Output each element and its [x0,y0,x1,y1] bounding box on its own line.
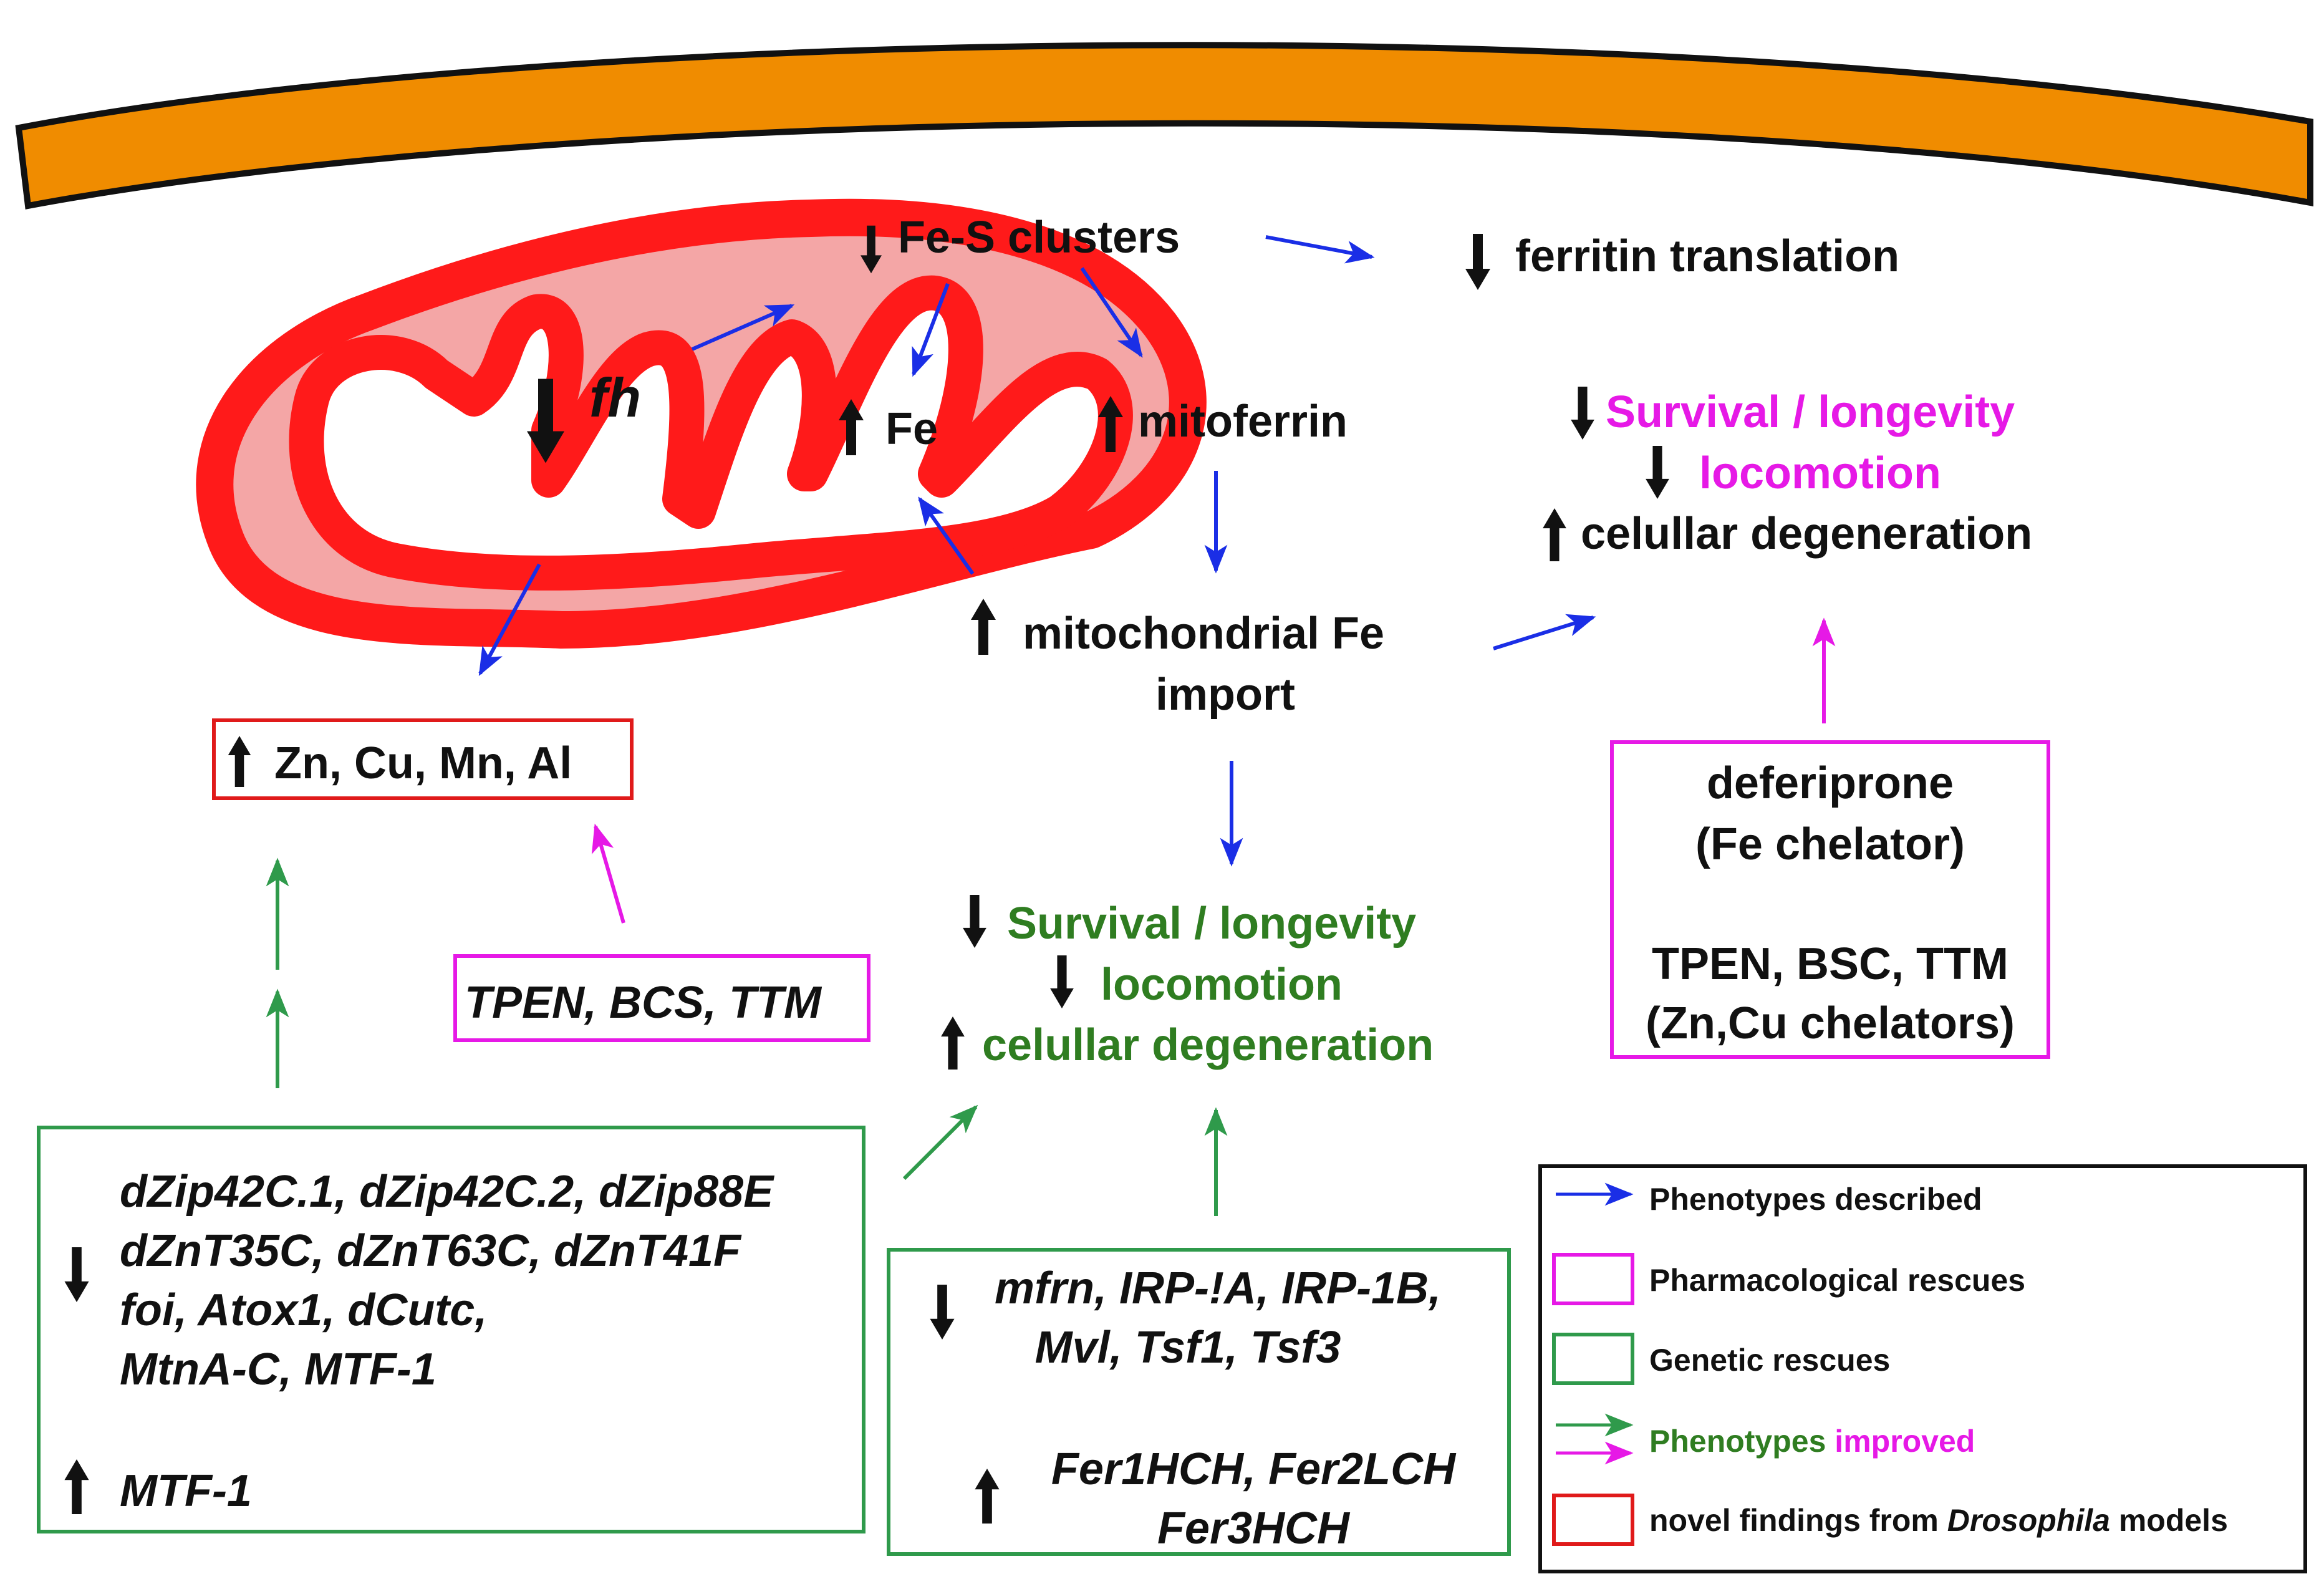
legend-pharmacological: Pharmacological rescues [1649,1263,2025,1298]
genetic-left-up-line: MTF-1 [120,1466,252,1516]
mito-fe-import-line2: import [1155,670,1295,720]
down-arrow-icon [64,1247,89,1302]
up-arrow-icon [228,736,251,787]
mito-fe-import-line1: mitochondrial Fe [1023,609,1384,659]
legend-genetic: Genetic rescues [1649,1343,1890,1378]
pharma-left-label: TPEN, BCS, TTM [465,978,822,1028]
up-arrow-icon [975,1469,1000,1524]
legend-phenotypes-improved: Phenotypes improved [1649,1424,1975,1459]
fes-clusters-label: Fe-S clusters [898,213,1180,263]
down-arrow-icon [930,1285,955,1340]
outcome-right-degeneration: celullar degeneration [1581,509,2032,559]
legend-red-box [1552,1494,1634,1546]
outcome-right-locomotion: locomotion [1699,448,1941,498]
genetic-center-line: Mvl, Tsf1, Tsf3 [1035,1323,1341,1373]
up-arrow-icon [971,599,996,655]
legend-green-box [1552,1333,1634,1385]
down-arrow-icon [1646,446,1669,499]
genetic-left-line: dZip42C.1, dZip42C.2, dZip88E [120,1167,774,1217]
pharma-right-box [1610,740,2050,1059]
fh-label: fh [589,367,641,428]
genetic-center-line: mfrn, IRP-!A, IRP-1B, [995,1263,1441,1313]
up-arrow-icon [64,1459,89,1514]
legend-box [1538,1164,2307,1573]
genetic-center-line: Fer3HCH [1157,1504,1351,1553]
genetic-arrows [266,857,1228,1216]
pharma-left-box [453,954,870,1042]
legend-improved-prefix: Phenotypes [1649,1424,1835,1459]
pharma-arrows [591,617,1836,924]
pharma-right-line4: (Zn,Cu chelators) [1646,998,2015,1048]
down-arrow-icon [1465,234,1490,290]
genetic-left-line: foi, Atox1, dCutc, [120,1285,487,1335]
outcome-center-locomotion: locomotion [1101,960,1343,1010]
genetic-left-box [37,1126,865,1533]
up-arrow-icon [941,1017,965,1070]
legend-improved-suffix: improved [1835,1424,1975,1459]
legend-magenta-box [1552,1253,1634,1305]
metals-label: Zn, Cu, Mn, Al [274,738,572,788]
cell-membrane [15,42,2313,210]
legend: Phenotypes described Pharmacological res… [1538,1164,2307,1573]
legend-novel-findings: novel findings from Drosophila models [1649,1503,2228,1538]
ferritin-translation-label: ferritin translation [1515,231,1899,281]
genetic-center-line: Fer1HCH, Fer2LCH [1051,1444,1457,1494]
fe-label: Fe [885,404,938,454]
mitoferrin-label: mitoferrin [1138,397,1348,447]
outcome-center-survival: Survival / longevity [1007,899,1416,949]
metals-box [212,718,634,800]
down-arrow-icon [1050,955,1074,1008]
legend-phenotypes-described: Phenotypes described [1649,1182,1982,1217]
legend-novel-prefix: novel findings from [1649,1503,1947,1538]
legend-novel-italic: Drosophila [1947,1503,2110,1538]
genetic-left-line: dZnT35C, dZnT63C, dZnT41F [120,1226,742,1276]
up-arrow-icon [1543,508,1566,561]
down-arrow-icon [1571,387,1594,440]
genetic-center-box [887,1248,1511,1556]
down-arrow-icon [963,895,986,948]
legend-novel-suffix: models [2110,1503,2228,1538]
pharma-right-line1: deferiprone [1707,758,1954,808]
pharma-right-line2: (Fe chelator) [1695,819,1965,869]
phenotype-arrows [478,235,1596,867]
pharma-right-line3: TPEN, BSC, TTM [1652,939,2008,989]
genetic-left-line: MtnA-C, MTF-1 [120,1345,436,1394]
mitochondrion [196,198,1207,649]
outcome-center-degeneration: celullar degeneration [982,1020,1434,1070]
outcome-right-survival: Survival / longevity [1606,387,2015,437]
